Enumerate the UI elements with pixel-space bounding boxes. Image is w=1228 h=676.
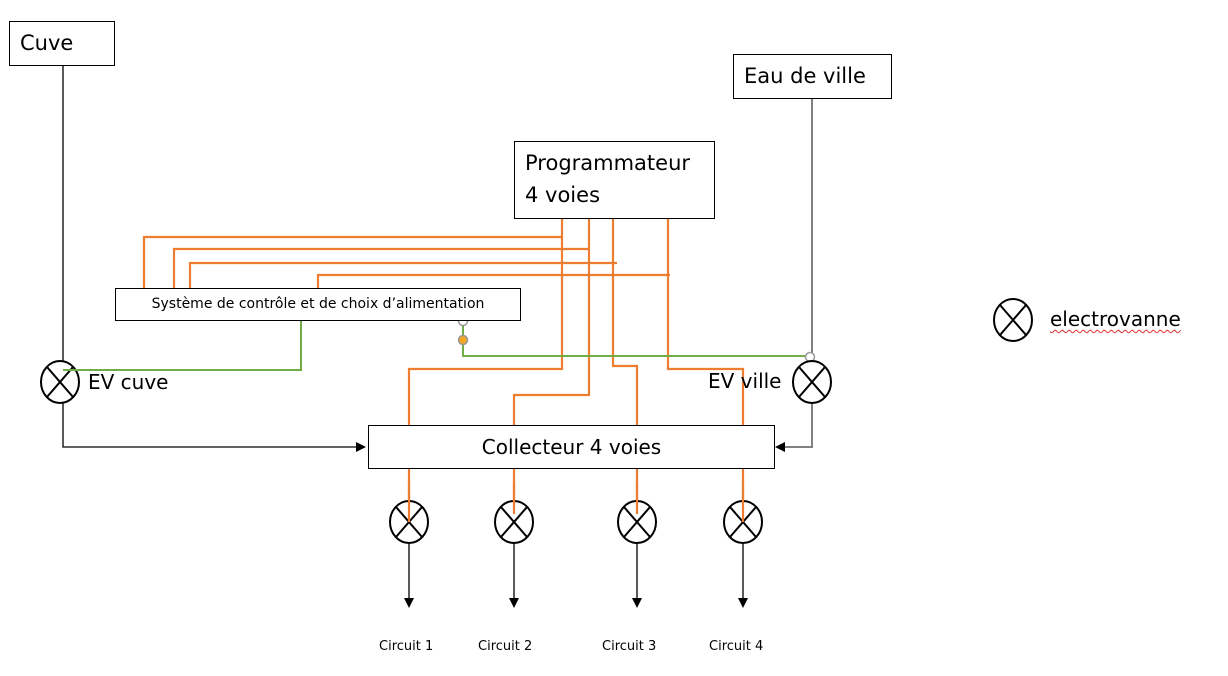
cuve-pipe	[62, 65, 366, 452]
eau-de-ville-box[interactable]: Eau de ville	[733, 54, 892, 99]
circuit-label-3: Circuit 3	[602, 639, 657, 654]
collecteur-box[interactable]: Collecteur 4 voies	[368, 425, 775, 469]
electrovalve-icon[interactable]	[792, 360, 832, 404]
eau-de-ville-label: Eau de ville	[744, 64, 866, 88]
circuit-outlets	[404, 543, 748, 608]
ev-cuve-label: EV cuve	[88, 370, 169, 394]
signal-wires-to-control	[142, 235, 670, 288]
electrovalve-icon[interactable]	[40, 360, 80, 404]
ville-pipe	[775, 98, 813, 452]
electrovalve-icon[interactable]	[617, 482, 657, 544]
circuit-label-1: Circuit 1	[379, 639, 434, 654]
control-wires	[63, 320, 810, 371]
circuit-label-4: Circuit 4	[709, 639, 764, 654]
programmateur-label-2: 4 voies	[525, 183, 601, 207]
collecteur-label: Collecteur 4 voies	[481, 435, 662, 459]
cuve-box[interactable]: Cuve	[9, 21, 115, 66]
legend-label: electrovanne	[1050, 307, 1181, 331]
control-system-box[interactable]: Système de contrôle et de choix d’alimen…	[115, 288, 521, 321]
control-system-label: Système de contrôle et de choix d’alimen…	[151, 296, 485, 312]
programmateur-box[interactable]: Programmateur 4 voies	[514, 141, 715, 219]
electrovalve-icon[interactable]	[494, 482, 534, 544]
circuit-label-2: Circuit 2	[478, 639, 533, 654]
connector-filled	[457, 334, 469, 346]
legend-electrovalve-icon	[993, 298, 1033, 342]
programmateur-label-1: Programmateur	[525, 151, 691, 175]
electrovalve-icon[interactable]	[389, 482, 429, 544]
ev-ville-label: EV ville	[708, 369, 782, 393]
electrovalve-icon[interactable]	[723, 482, 763, 544]
cuve-label: Cuve	[20, 31, 74, 55]
